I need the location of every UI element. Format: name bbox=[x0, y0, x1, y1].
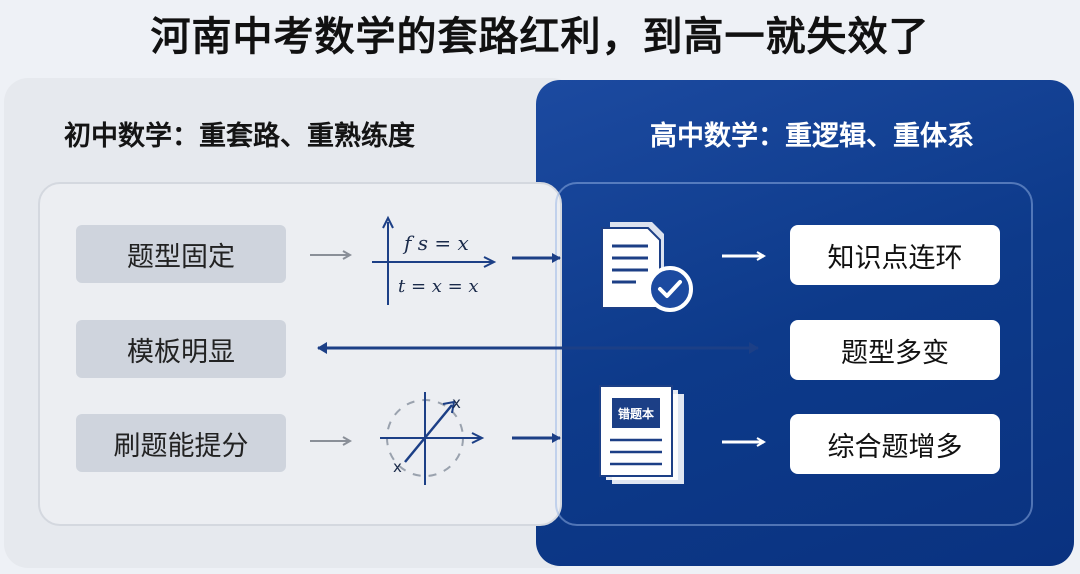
right-item-more-composite: 综合题增多 bbox=[790, 414, 1000, 474]
left-item-practice-boosts-score: 刷题能提分 bbox=[76, 414, 286, 472]
function-bottom-label: t = x = x bbox=[398, 276, 479, 297]
notebook-label: 错题本 bbox=[618, 406, 654, 421]
left-item-obvious-templates: 模板明显 bbox=[76, 320, 286, 378]
graph-axes-icon: x x bbox=[380, 392, 485, 485]
left-panel-heading: 初中数学：重套路、重熟练度 bbox=[64, 121, 415, 152]
right-item-varied-types: 题型多变 bbox=[790, 320, 1000, 380]
function-top-label: f s = x bbox=[402, 231, 469, 255]
right-item-linked-knowledge: 知识点连环 bbox=[790, 225, 1000, 285]
function-axes-icon: f s = x t = x = x bbox=[372, 215, 497, 305]
right-panel-heading: 高中数学：重逻辑、重体系 bbox=[650, 121, 974, 152]
page-title: 河南中考数学的套路红利，到高一就失效了 bbox=[150, 14, 930, 60]
left-item-fixed-types: 题型固定 bbox=[76, 225, 286, 283]
graph-label-a: x bbox=[452, 394, 461, 412]
graph-label-b: x bbox=[393, 458, 402, 476]
document-check-icon bbox=[601, 222, 693, 312]
mistake-notebook-icon: 错题本 bbox=[599, 385, 684, 484]
right-inner-frame bbox=[555, 182, 1033, 526]
